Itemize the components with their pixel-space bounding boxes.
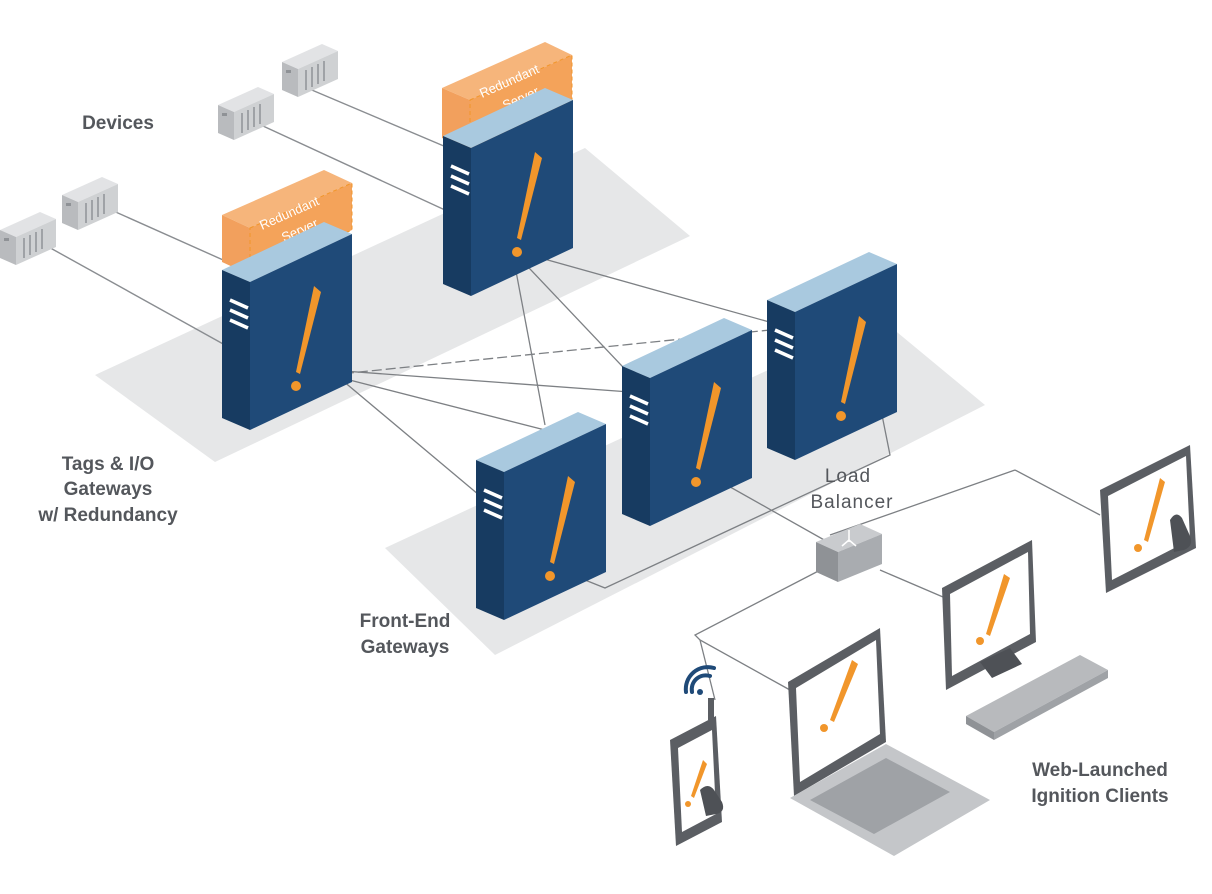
- load-balancer-label-line2: Balancer: [811, 492, 894, 513]
- wifi-icon: [683, 665, 716, 695]
- frontend-label-line2: Gateways: [361, 637, 450, 658]
- load-balancer-label-line1: Load: [825, 466, 871, 487]
- frontend-label-line1: Front-End: [360, 611, 451, 632]
- device-plc-1: [281, 43, 339, 98]
- mobile-client: [670, 698, 724, 846]
- clients-label-line1: Web-Launched: [1032, 760, 1168, 781]
- laptop-client: [788, 628, 990, 856]
- clients-label-line2: Ignition Clients: [1031, 786, 1168, 807]
- upper-platform: [95, 148, 690, 462]
- device-plc-2: [217, 86, 275, 141]
- load-balancer-icon: [816, 524, 882, 582]
- desktop-client: [942, 540, 1108, 740]
- tags-label-line1: Tags & I/O: [62, 454, 155, 475]
- device-plc-3: [61, 176, 119, 231]
- tags-label-line3: w/ Redundancy: [37, 505, 178, 526]
- tags-label-line2: Gateways: [64, 479, 153, 500]
- devices-label: Devices: [82, 113, 154, 134]
- device-plc-4: [0, 211, 57, 266]
- touch-monitor-client: [1100, 445, 1196, 593]
